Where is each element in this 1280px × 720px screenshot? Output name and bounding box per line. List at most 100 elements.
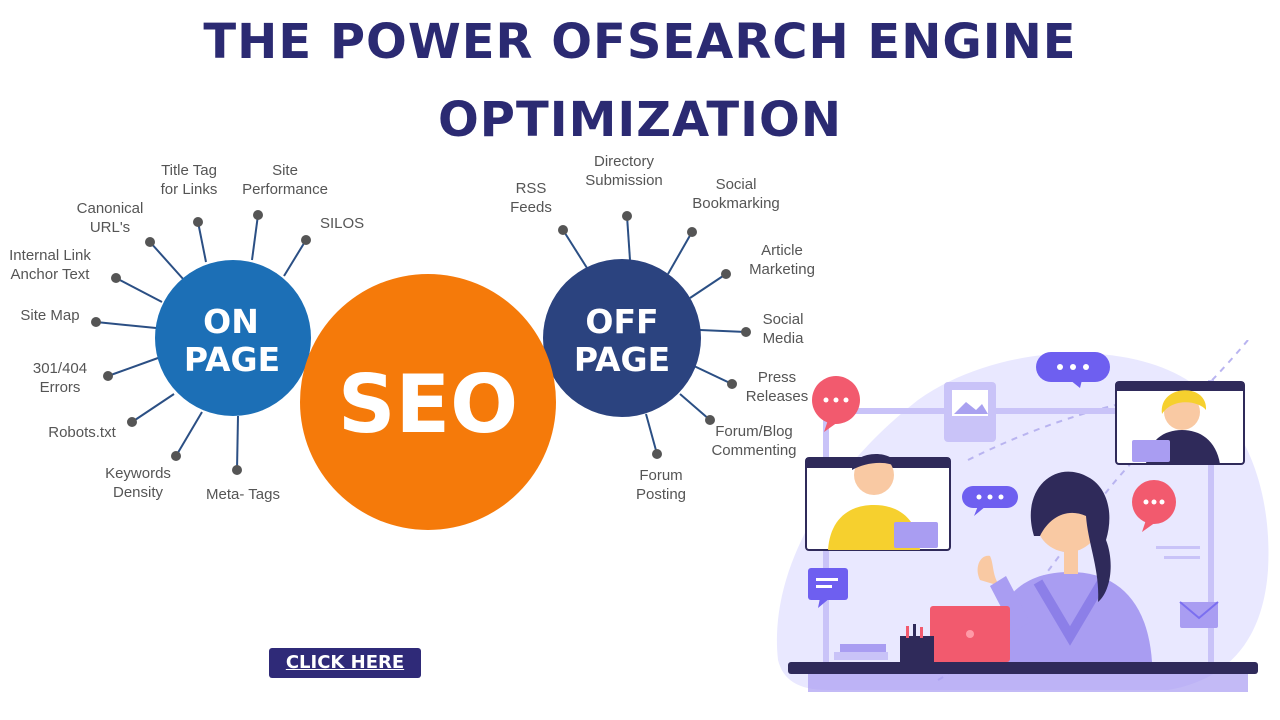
on-page-item-label-line: Anchor Text [11, 266, 91, 283]
off-page-spoke-dot [622, 211, 632, 221]
on-page-item-label: Site Map [20, 307, 79, 324]
on-page-item-label-line: 301/404 [33, 360, 87, 377]
off-page-item-label-line: Media [763, 330, 805, 347]
off-page-spoke-line [667, 231, 693, 275]
off-page-spoke-line [645, 413, 658, 455]
on-page-spoke-line [149, 241, 185, 281]
dot [987, 494, 993, 500]
on-page-spoke-dot [145, 237, 155, 247]
dot [1070, 364, 1076, 370]
page-title-line-1: THE POWER OFSEARCH ENGINE [203, 14, 1077, 70]
chat-bubble-tail [1070, 380, 1082, 388]
off-page-item-label-line: Social [716, 176, 757, 193]
click-here-button[interactable]: CLICK HERE [269, 648, 421, 678]
on-page-spoke-line [283, 239, 307, 277]
off-page-spoke-dot [721, 269, 731, 279]
message-card-icon [808, 568, 848, 600]
man-hair [852, 453, 898, 470]
on-page-spoke-line [251, 214, 259, 261]
line [816, 585, 832, 588]
dot [1143, 499, 1149, 505]
off-page-item-label-line: Article [761, 242, 803, 259]
off-page-spoke-dot [705, 415, 715, 425]
neck [1064, 548, 1078, 574]
on-page-item-label-line: Performance [242, 181, 328, 198]
woman-hair [1161, 390, 1207, 414]
laptop-icon-right [1132, 440, 1170, 462]
team-illustration [776, 340, 1269, 692]
seo-label: SEO [338, 358, 518, 451]
off-page-item-label-line: Marketing [749, 261, 815, 278]
line [816, 578, 838, 581]
off-page-spoke-dot [727, 379, 737, 389]
pen [913, 624, 916, 638]
dot [823, 397, 829, 403]
arm [990, 576, 1030, 632]
on-page-item-label-line: Canonical [77, 200, 144, 217]
off-page-spoke-line [626, 215, 631, 261]
off-page-spoke-line [699, 329, 747, 333]
on-page-item-label-line: Meta- Tags [206, 486, 280, 503]
on-page-spoke-dot [193, 217, 203, 227]
off-page-spoke-dot [652, 449, 662, 459]
on-page-spoke-dot [253, 210, 263, 220]
dot [1159, 499, 1165, 505]
on-page-spoke-dot [232, 465, 242, 475]
mountain-icon [954, 402, 988, 414]
on-page-item-label-line: Errors [40, 379, 81, 396]
main-woman-hair [1030, 471, 1111, 602]
dot [833, 397, 839, 403]
off-page-item-label-line: Feeds [510, 199, 552, 216]
page-title-line-2: OPTIMIZATION [437, 92, 842, 148]
pink-chat-tail [824, 420, 838, 432]
small-chat-tail [974, 506, 986, 516]
video-window-right-titlebar [1116, 382, 1244, 391]
on-page-spoke-dot [111, 273, 121, 283]
message-card-tail [818, 598, 830, 608]
dot [976, 494, 982, 500]
on-page-item-label-line: URL's [90, 219, 130, 236]
waving-hand [977, 555, 1000, 586]
line [1156, 546, 1200, 549]
off-page-item-label-line: Releases [746, 388, 809, 405]
on-page-item-label-line: Robots.txt [48, 424, 116, 441]
on-page-spoke-dot [91, 317, 101, 327]
on-page-spoke-line [197, 221, 207, 263]
off-page-item-label-line: Press [758, 369, 796, 386]
on-page-spoke-line [236, 415, 239, 471]
mail-flap [1179, 601, 1219, 620]
off-page-item-label: RSS Feeds [510, 180, 552, 216]
off-page-spoke-dot [687, 227, 697, 237]
on-page-item-label: Meta- Tags [206, 486, 280, 503]
on-page-spoke-line [131, 393, 175, 423]
dashed-path-2 [967, 399, 1139, 461]
dot [1083, 364, 1089, 370]
on-page-spoke-line [115, 277, 163, 303]
desk-shadow [808, 674, 1248, 692]
book [834, 652, 888, 660]
off-page-circle [543, 259, 701, 417]
on-page-item-label-line: for Links [161, 181, 218, 198]
off-page-item-label-line: Directory [594, 153, 655, 170]
on-page-spoke-dot [127, 417, 137, 427]
pen [906, 626, 909, 638]
on-page-item-label: Robots.txt [48, 424, 116, 441]
on-page-item-label-line: SILOS [320, 215, 364, 232]
dot [1057, 364, 1063, 370]
dot [998, 494, 1004, 500]
on-page-item-label-line: Site Map [20, 307, 79, 324]
book [840, 644, 886, 652]
off-page-item-label-line: Posting [636, 486, 686, 503]
laptop-icon [894, 522, 938, 548]
off-page-item-label-line: RSS [516, 180, 547, 197]
on-page-spoke-line [107, 357, 159, 377]
